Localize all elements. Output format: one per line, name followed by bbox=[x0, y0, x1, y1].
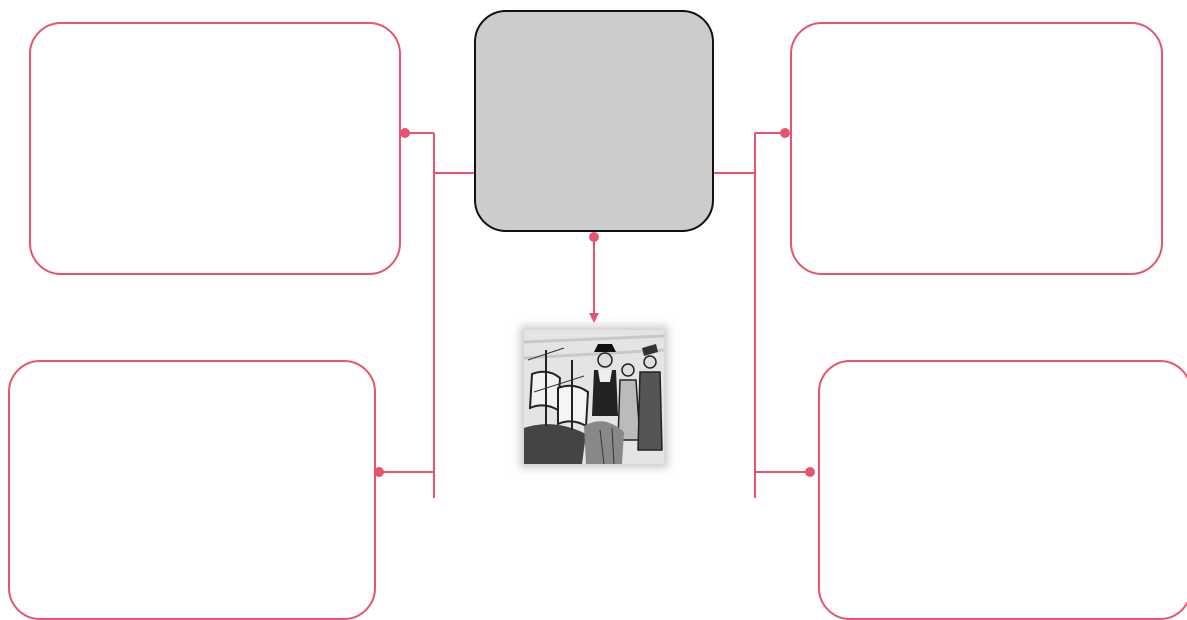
top-left-box[interactable] bbox=[29, 22, 401, 275]
top-right-box[interactable] bbox=[790, 22, 1163, 275]
pilgrims-ship-icon bbox=[524, 330, 664, 464]
right-bottom-dot bbox=[805, 467, 815, 477]
bottom-right-box[interactable] bbox=[818, 360, 1187, 620]
left-top-dot bbox=[400, 128, 410, 138]
pilgrims-ship-illustration bbox=[524, 330, 664, 464]
left-bottom-dot bbox=[374, 467, 384, 477]
bottom-left-box[interactable] bbox=[8, 360, 376, 620]
center-topic-box[interactable] bbox=[474, 10, 714, 232]
right-top-dot bbox=[780, 128, 790, 138]
